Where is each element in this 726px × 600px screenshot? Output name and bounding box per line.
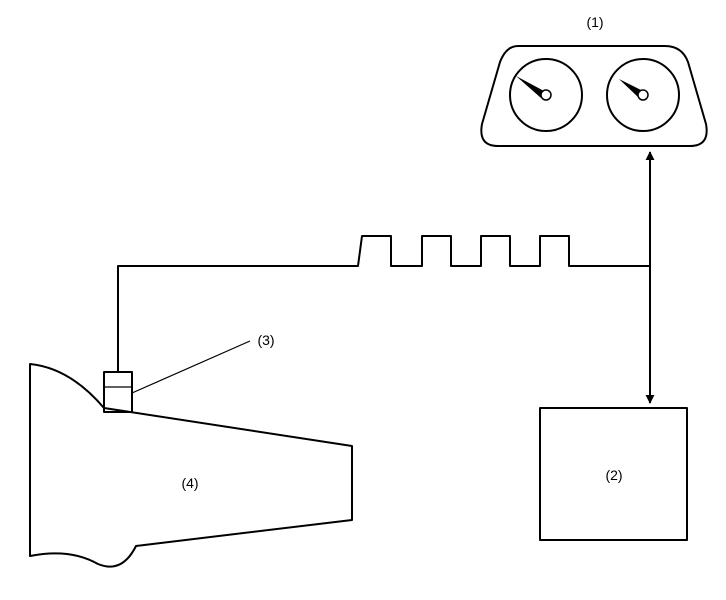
sensor-label: (3) <box>257 332 274 348</box>
control-box: (2) <box>539 407 688 541</box>
sensor-leader-line <box>131 340 251 394</box>
left-gauge <box>509 58 583 132</box>
transmission: (4) <box>29 363 353 568</box>
pulse-signal-line <box>117 235 650 372</box>
speed-sensor-body <box>103 371 133 413</box>
speed-sensor: (3) <box>103 332 275 413</box>
gauge-cluster-label: (1) <box>586 14 603 30</box>
gauge-cluster: (1) <box>480 14 708 147</box>
control-box-label: (2) <box>605 467 622 483</box>
transmission-housing <box>29 363 353 568</box>
left-gauge-needle <box>516 76 544 98</box>
right-gauge <box>606 58 680 132</box>
gauge-cluster-housing <box>480 45 708 147</box>
transmission-label: (4) <box>181 475 198 491</box>
right-gauge-needle <box>619 79 643 98</box>
control-box-rect <box>539 407 688 541</box>
